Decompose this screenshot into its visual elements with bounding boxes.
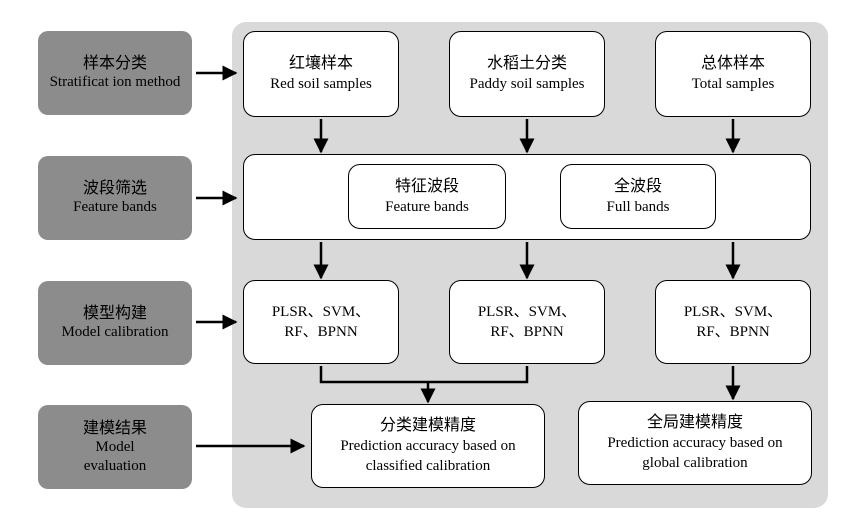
model-box-paddy-soil: PLSR、SVM、 RF、BPNN bbox=[449, 280, 605, 364]
full-bands-box: 全波段 Full bands bbox=[560, 164, 716, 229]
classified-accuracy-en2: classified calibration bbox=[365, 458, 491, 474]
feature-bands-zh: 特征波段 bbox=[394, 177, 459, 195]
stage-model-evaluation-en1: Model bbox=[95, 438, 135, 455]
red-soil-samples-zh: 红壤样本 bbox=[288, 55, 353, 72]
stage-model-calibration-zh: 模型构建 bbox=[82, 305, 147, 322]
stage-model-evaluation-en2: evaluation bbox=[83, 457, 147, 474]
model-paddy-soil-line2: RF、BPNN bbox=[490, 324, 564, 340]
stage-model-evaluation: 建模结果 Model evaluation bbox=[38, 405, 192, 489]
feature-bands-box: 特征波段 Feature bands bbox=[348, 164, 506, 229]
stage-stratification-en: Stratificat ion method bbox=[49, 74, 181, 90]
model-total-line1: PLSR、SVM、 bbox=[683, 304, 783, 320]
global-accuracy-en2: global calibration bbox=[642, 455, 748, 471]
stage-model-evaluation-zh: 建模结果 bbox=[82, 419, 147, 437]
global-accuracy-box: 全局建模精度 Prediction accuracy based on glob… bbox=[578, 401, 812, 485]
global-accuracy-en1: Prediction accuracy based on bbox=[607, 435, 783, 451]
classified-accuracy-zh: 分类建模精度 bbox=[379, 417, 476, 434]
model-total-line2: RF、BPNN bbox=[696, 324, 770, 340]
full-bands-en: Full bands bbox=[606, 198, 670, 215]
model-box-red-soil: PLSR、SVM、 RF、BPNN bbox=[243, 280, 399, 364]
classified-accuracy-en1: Prediction accuracy based on bbox=[340, 438, 516, 454]
red-soil-samples-box: 红壤样本 Red soil samples bbox=[243, 31, 399, 117]
total-samples-zh: 总体样本 bbox=[700, 55, 765, 72]
full-bands-zh: 全波段 bbox=[613, 177, 662, 195]
model-box-total: PLSR、SVM、 RF、BPNN bbox=[655, 280, 811, 364]
total-samples-box: 总体样本 Total samples bbox=[655, 31, 811, 117]
model-paddy-soil-line1: PLSR、SVM、 bbox=[477, 304, 577, 320]
stage-stratification: 样本分类 Stratificat ion method bbox=[38, 31, 192, 115]
red-soil-samples-en: Red soil samples bbox=[270, 76, 372, 92]
paddy-soil-samples-box: 水稻土分类 Paddy soil samples bbox=[449, 31, 605, 117]
stage-feature-bands-zh: 波段筛选 bbox=[82, 180, 147, 197]
stage-stratification-zh: 样本分类 bbox=[82, 55, 147, 72]
model-red-soil-line2: RF、BPNN bbox=[284, 324, 358, 340]
stage-model-calibration: 模型构建 Model calibration bbox=[38, 281, 192, 365]
stage-feature-bands: 波段筛选 Feature bands bbox=[38, 156, 192, 240]
feature-bands-en: Feature bands bbox=[385, 198, 469, 215]
stage-feature-bands-en: Feature bands bbox=[73, 199, 157, 215]
paddy-soil-samples-en: Paddy soil samples bbox=[469, 76, 585, 92]
classified-accuracy-box: 分类建模精度 Prediction accuracy based on clas… bbox=[311, 404, 545, 488]
bands-container bbox=[243, 154, 811, 240]
total-samples-en: Total samples bbox=[691, 76, 775, 92]
global-accuracy-zh: 全局建模精度 bbox=[646, 414, 743, 431]
paddy-soil-samples-zh: 水稻土分类 bbox=[486, 55, 567, 72]
model-red-soil-line1: PLSR、SVM、 bbox=[271, 304, 371, 320]
stage-model-calibration-en: Model calibration bbox=[61, 324, 169, 340]
